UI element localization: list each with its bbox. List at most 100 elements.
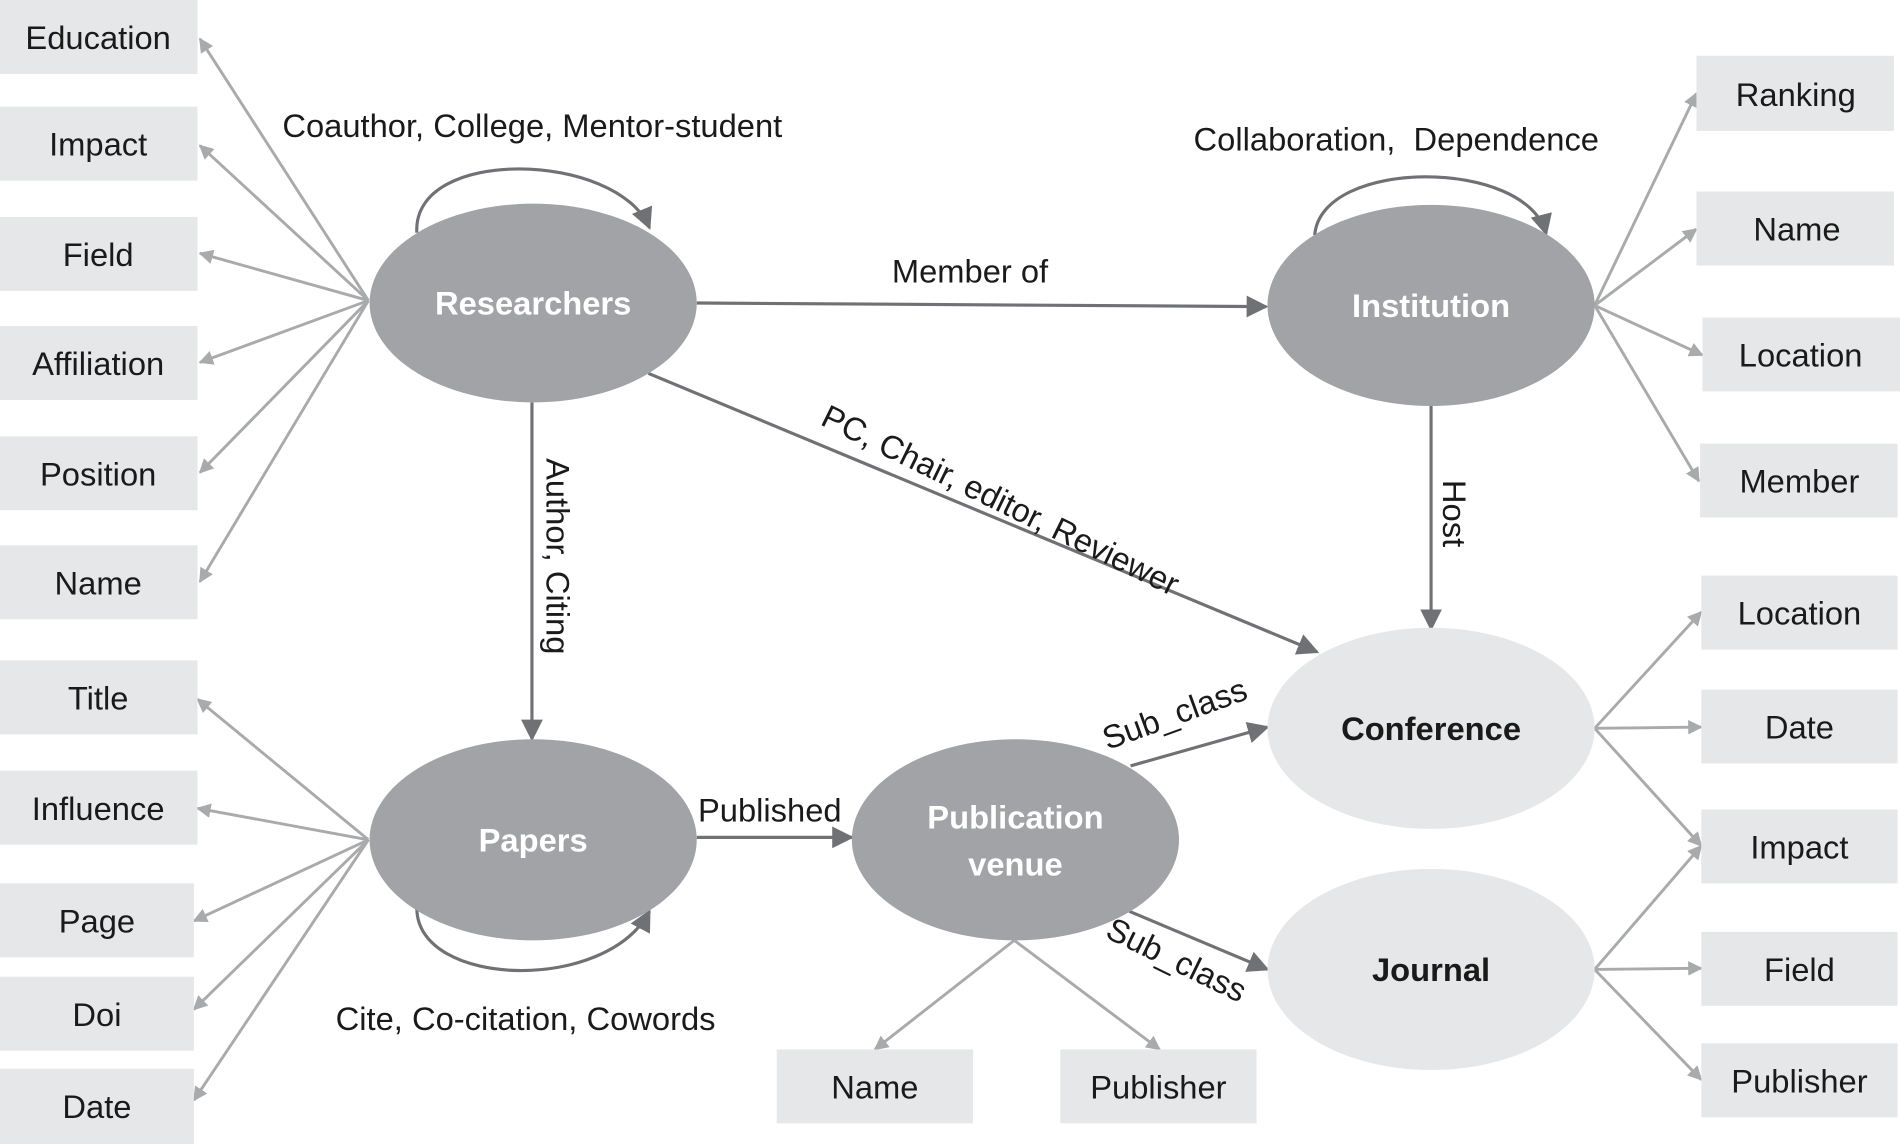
venue-attribute-edges bbox=[873, 939, 1161, 1051]
label-pc-chair-reviewer: PC, Chair, editor, Reviewer bbox=[816, 397, 1185, 602]
label-institution-self: Collaboration, Dependence bbox=[1194, 120, 1599, 157]
edge-sub-class-conference bbox=[1130, 721, 1270, 768]
attribute-box-impact: Impact bbox=[0, 106, 198, 181]
attribute-label: Impact bbox=[49, 126, 147, 163]
conference-journal-attributes: Location Date Impact Field Publisher bbox=[1701, 575, 1898, 1118]
attribute-label: Page bbox=[59, 902, 135, 939]
attribute-label: Affiliation bbox=[32, 345, 164, 382]
attribute-box-affiliation: Affiliation bbox=[0, 326, 198, 400]
attribute-box-position: Position bbox=[0, 436, 198, 511]
edge-papers-date bbox=[192, 838, 370, 1102]
node-researchers-label: Researchers bbox=[435, 284, 631, 321]
institution-attributes: Ranking Name Location Member bbox=[1696, 55, 1900, 518]
edge-journal-field bbox=[1594, 961, 1703, 976]
edge-researchers-education bbox=[198, 37, 370, 302]
edge-pc-chair-reviewer bbox=[647, 371, 1320, 655]
relation-edges bbox=[415, 167, 1552, 973]
label-sub-class-journal: Sub_class bbox=[1101, 910, 1253, 1009]
node-papers: Papers bbox=[369, 739, 697, 941]
edge-member-of bbox=[696, 295, 1269, 318]
node-papers-label: Papers bbox=[479, 821, 588, 858]
label-sub-class-conference: Sub_class bbox=[1097, 670, 1251, 756]
node-publication-venue: Publication venue bbox=[851, 739, 1180, 941]
edge-institution-ranking bbox=[1593, 92, 1698, 307]
node-conference: Conference bbox=[1267, 627, 1595, 829]
edge-conference-impact bbox=[1593, 727, 1703, 847]
edge-researchers-impact bbox=[198, 144, 370, 302]
attribute-box-member: Member bbox=[1700, 443, 1898, 518]
label-host: Host bbox=[1436, 480, 1473, 547]
edge-researchers-affiliation bbox=[198, 299, 369, 365]
researchers-attribute-edges bbox=[198, 37, 370, 583]
attribute-label: Name bbox=[831, 1068, 918, 1105]
attribute-box-field: Field bbox=[0, 216, 198, 291]
attribute-box-page: Page bbox=[0, 883, 194, 958]
attribute-label: Member bbox=[1739, 463, 1859, 500]
edge-institution-member bbox=[1593, 304, 1701, 483]
edge-journal-impact bbox=[1593, 844, 1703, 971]
attribute-box-venue-publisher: Publisher bbox=[1060, 1049, 1257, 1124]
edge-researchers-position bbox=[198, 299, 370, 474]
attribute-box-education: Education bbox=[0, 0, 198, 74]
label-published: Published bbox=[698, 792, 842, 829]
attribute-label: Date bbox=[1765, 709, 1834, 746]
attribute-box-cj-date: Date bbox=[1701, 689, 1898, 764]
institution-attribute-edges bbox=[1593, 92, 1704, 483]
attribute-box-venue-name: Name bbox=[776, 1049, 974, 1124]
attribute-label: Publisher bbox=[1731, 1062, 1867, 1099]
attribute-label: Doi bbox=[72, 996, 121, 1033]
node-publication-venue-label-line2: venue bbox=[968, 846, 1063, 883]
label-member-of: Member of bbox=[892, 252, 1049, 289]
attribute-label: Name bbox=[1753, 211, 1840, 248]
attribute-box-cj-field: Field bbox=[1701, 931, 1898, 1006]
conference-journal-attribute-edges bbox=[1593, 610, 1703, 1081]
label-papers-self: Cite, Co-citation, Cowords bbox=[336, 1000, 716, 1037]
attribute-label: Impact bbox=[1750, 829, 1848, 866]
attribute-box-date: Date bbox=[0, 1068, 194, 1144]
node-conference-label: Conference bbox=[1341, 710, 1521, 747]
node-researchers: Researchers bbox=[369, 203, 697, 403]
attribute-box-cj-publisher: Publisher bbox=[1701, 1043, 1898, 1118]
edge-institution-location bbox=[1594, 304, 1704, 357]
edge-institution-self-loop bbox=[1313, 175, 1552, 237]
edge-researchers-self-loop bbox=[415, 167, 653, 233]
attribute-box-doi: Doi bbox=[0, 976, 194, 1051]
attribute-label: Field bbox=[63, 236, 134, 273]
attribute-label: Education bbox=[25, 19, 170, 56]
edge-papers-title bbox=[196, 698, 370, 841]
attribute-label: Ranking bbox=[1736, 76, 1856, 113]
attribute-label: Location bbox=[1738, 595, 1862, 632]
venue-attributes: Name Publisher bbox=[776, 1049, 1257, 1124]
attribute-label: Position bbox=[40, 455, 156, 492]
edge-researchers-field bbox=[198, 249, 369, 302]
edge-venue-publisher bbox=[1013, 939, 1161, 1051]
edge-venue-name bbox=[873, 939, 1016, 1051]
node-institution-label: Institution bbox=[1352, 287, 1510, 324]
attribute-box-institution-location: Location bbox=[1702, 317, 1900, 392]
attribute-label: Date bbox=[62, 1088, 131, 1125]
attribute-label: Title bbox=[68, 680, 129, 717]
attribute-label: Publisher bbox=[1090, 1068, 1226, 1105]
attribute-label: Name bbox=[55, 564, 142, 601]
edge-researchers-name bbox=[198, 299, 370, 583]
node-publication-venue-label-line1: Publication bbox=[927, 798, 1103, 835]
node-journal: Journal bbox=[1267, 868, 1595, 1071]
attribute-box-cj-location: Location bbox=[1701, 575, 1898, 650]
label-author-citing: Author, Citing bbox=[539, 458, 576, 654]
edge-papers-influence bbox=[196, 803, 369, 842]
node-journal-label: Journal bbox=[1372, 951, 1490, 988]
attribute-label: Field bbox=[1764, 951, 1835, 988]
attribute-box-influence: Influence bbox=[0, 770, 198, 845]
papers-attributes: Title Influence Page Doi Date bbox=[0, 660, 198, 1144]
attribute-box-title: Title bbox=[0, 660, 198, 735]
attribute-box-cj-impact: Impact bbox=[1701, 809, 1898, 884]
node-institution: Institution bbox=[1267, 204, 1595, 406]
edge-sub-class-journal bbox=[1128, 909, 1270, 972]
label-researchers-self: Coauthor, College, Mentor-student bbox=[282, 107, 782, 144]
attribute-box-name: Name bbox=[0, 545, 198, 620]
edge-journal-publisher bbox=[1593, 968, 1703, 1081]
papers-attribute-edges bbox=[192, 698, 370, 1102]
edge-conference-location bbox=[1593, 610, 1703, 730]
edge-papers-self-loop bbox=[415, 908, 651, 973]
